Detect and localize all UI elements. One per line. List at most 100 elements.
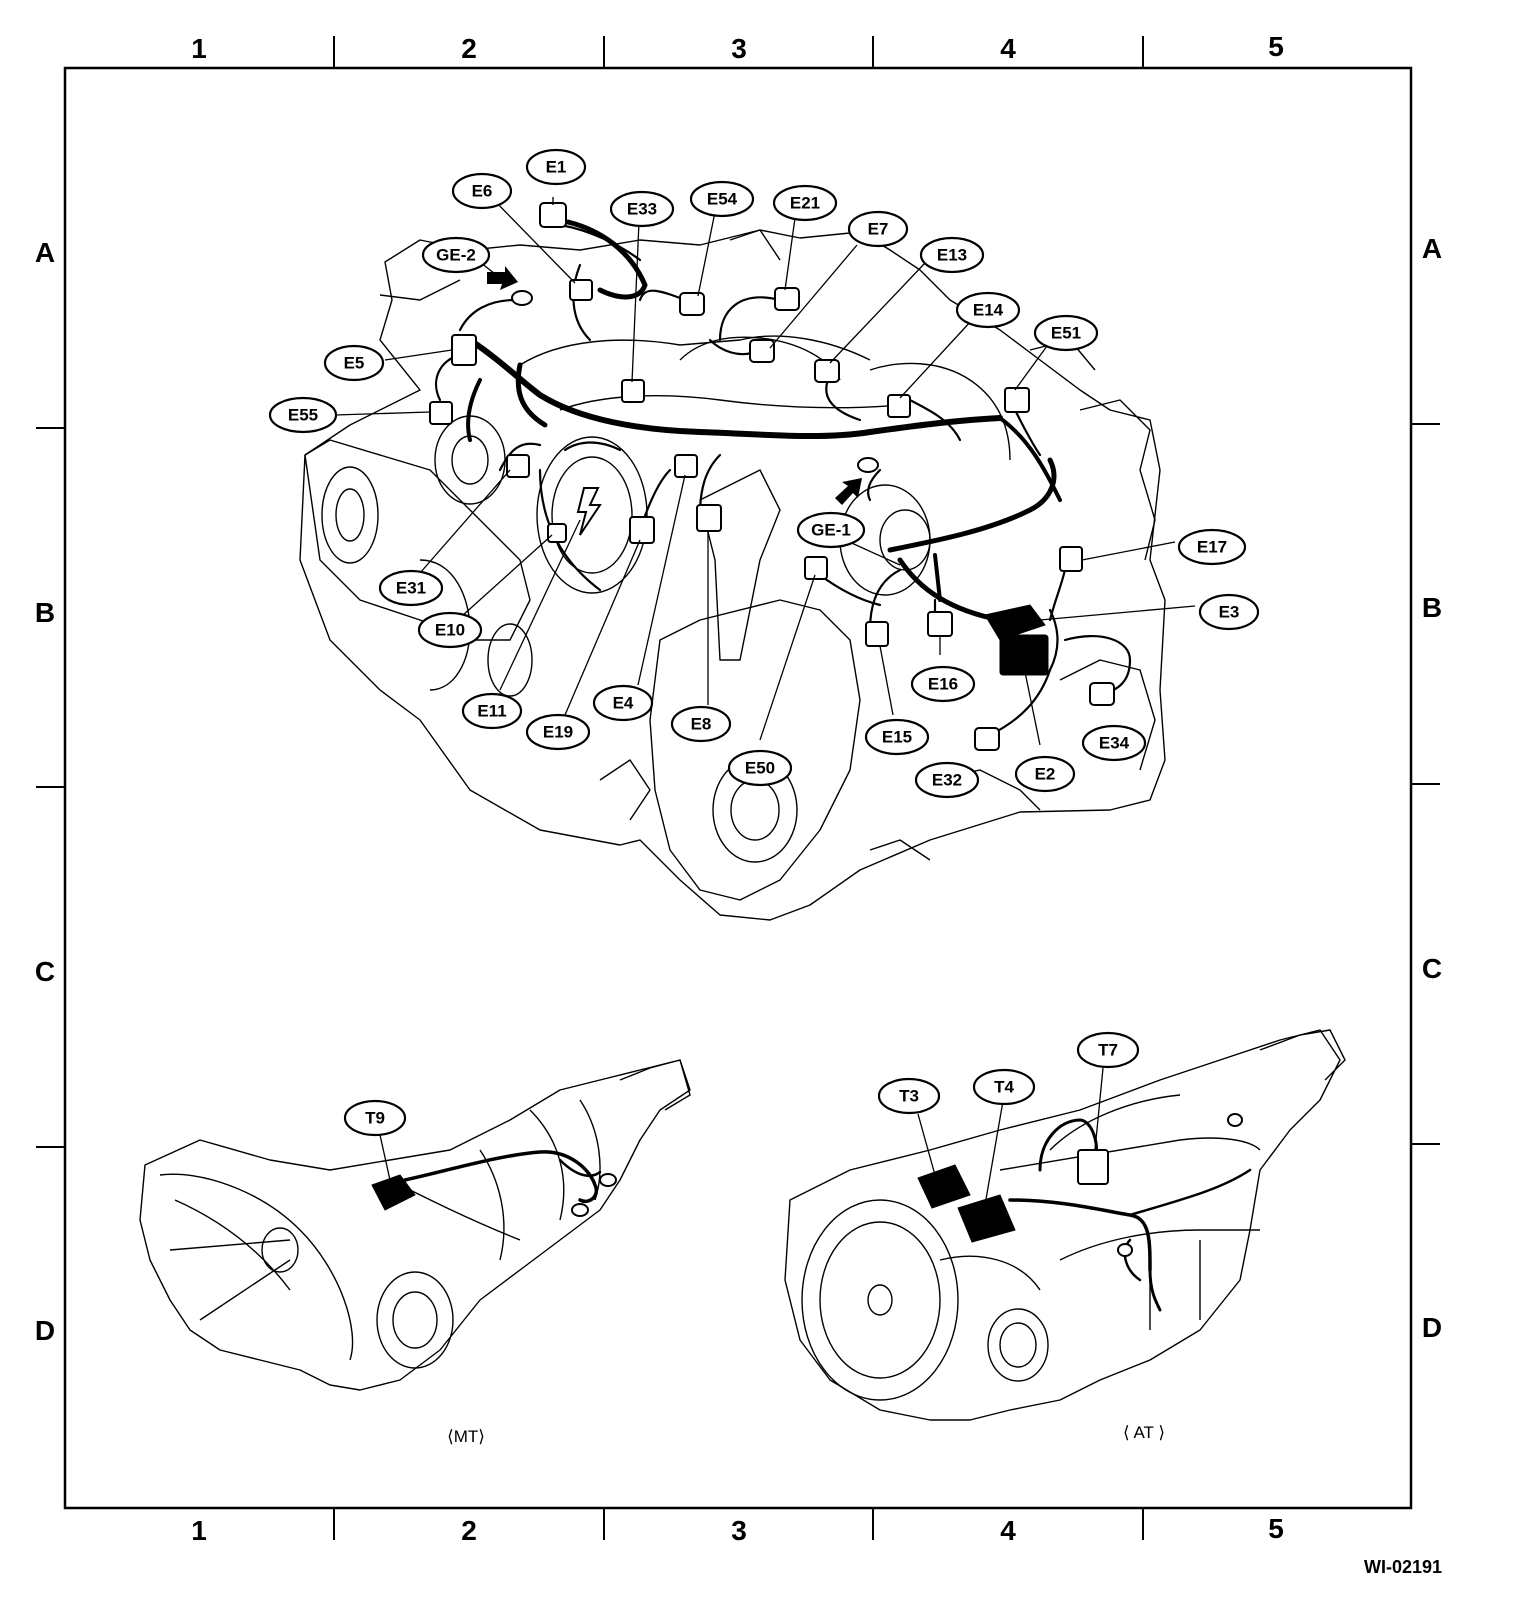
row-label-left-A: A (35, 237, 55, 268)
connector-E32-body (974, 727, 1000, 751)
row-label-left-D: D (35, 1315, 55, 1346)
connector-E21-body (774, 287, 800, 311)
connector-E2-body (999, 634, 1049, 676)
engine-harness (466, 219, 1062, 623)
at-harness (1008, 1113, 1252, 1312)
label-E7: E7 (868, 219, 889, 238)
connector-T4-body (957, 1194, 1016, 1243)
leader-line (1094, 1067, 1104, 1151)
connector-T3-body (917, 1164, 971, 1209)
figure-id: WI-02191 (1364, 1557, 1442, 1577)
ground-eyelet (571, 1203, 589, 1217)
col-label-top-4: 4 (1000, 33, 1016, 64)
label-E10: E10 (435, 620, 465, 639)
connector-E1-body (539, 202, 567, 228)
label-E4: E4 (613, 693, 634, 712)
col-label-top-5: 5 (1268, 31, 1284, 62)
connector-E13-body (814, 359, 840, 383)
at-connectors (917, 1067, 1109, 1243)
label-E16: E16 (928, 674, 958, 693)
label-bubbles (268, 148, 1260, 1137)
label-T7: T7 (1098, 1040, 1118, 1059)
label-GE2: GE-2 (436, 245, 476, 264)
lightning-icon (576, 487, 602, 536)
connector-E54-body (679, 292, 705, 316)
label-E54: E54 (707, 189, 738, 208)
col-label-bottom-2: 2 (461, 1515, 477, 1546)
connector-E10-body (547, 523, 567, 543)
row-label-right-B: B (1422, 592, 1442, 623)
connector-E6-body (569, 279, 593, 301)
label-E51: E51 (1051, 323, 1081, 342)
connector-E7-body (749, 339, 775, 363)
ground-eyelet (599, 1173, 617, 1187)
arrow-icon (487, 266, 518, 290)
connector-E51-body (1004, 387, 1030, 413)
engine-connectors (429, 202, 1115, 751)
row-label-left-C: C (35, 956, 55, 987)
label-T4: T4 (994, 1077, 1014, 1096)
label-T9: T9 (365, 1108, 385, 1127)
label-E5: E5 (344, 353, 365, 372)
label-E11: E11 (477, 701, 506, 720)
col-label-top-3: 3 (731, 33, 747, 64)
row-label-left-B: B (35, 597, 55, 628)
connector-E19-body (629, 516, 655, 544)
caption-mt: ⟨MT⟩ (447, 1427, 485, 1446)
mt-connectors (371, 1134, 416, 1211)
label-E13: E13 (937, 245, 967, 264)
label-E17: E17 (1197, 537, 1227, 556)
label-E6: E6 (472, 181, 493, 200)
col-label-bottom-5: 5 (1268, 1513, 1284, 1544)
label-E32: E32 (932, 770, 962, 789)
caption-at: ⟨ AT ⟩ (1123, 1423, 1165, 1442)
at-transmission-illustration (784, 1029, 1346, 1421)
arrow-icon (835, 478, 862, 505)
label-E14: E14 (973, 300, 1004, 319)
label-E34: E34 (1099, 733, 1130, 752)
label-E55: E55 (288, 405, 318, 424)
connector-T7-body (1077, 1149, 1109, 1185)
leader-line (917, 1113, 936, 1176)
connector-E16-body (927, 611, 953, 637)
leader-lines (334, 197, 1196, 746)
mt-harness (403, 1150, 617, 1217)
col-label-bottom-1: 1 (191, 1515, 207, 1546)
connector-E17-body (1059, 546, 1083, 572)
label-E15: E15 (882, 727, 912, 746)
col-label-bottom-3: 3 (731, 1515, 747, 1546)
ground-eyelet (1117, 1243, 1133, 1257)
connector-E8-body (696, 504, 722, 532)
label-T3: T3 (899, 1086, 919, 1105)
connector-E50-body (804, 556, 828, 580)
leader-line (379, 1134, 391, 1181)
ground-terminals (487, 266, 879, 536)
ground-GE2-eyelet (511, 290, 533, 306)
label-E19: E19 (543, 722, 573, 741)
connector-E31-body (506, 454, 530, 478)
label-E21: E21 (790, 193, 820, 212)
label-E2: E2 (1035, 764, 1056, 783)
col-label-top-2: 2 (461, 33, 477, 64)
col-label-top-1: 1 (191, 33, 207, 64)
connector-E5-body (451, 334, 477, 366)
label-E3: E3 (1219, 602, 1240, 621)
engine-dark-connectors (984, 604, 1049, 676)
connector-E3-body (984, 604, 1046, 641)
grid-ticks (36, 36, 1440, 1540)
connector-E4-body (674, 454, 698, 478)
label-E31: E31 (396, 578, 426, 597)
mt-transmission-illustration (139, 1059, 691, 1391)
connector-E14-body (887, 394, 911, 418)
connector-E55-body (429, 401, 453, 425)
col-label-bottom-4: 4 (1000, 1515, 1016, 1546)
ground-GE1-eyelet (857, 457, 879, 473)
label-E50: E50 (745, 758, 775, 777)
connector-T9-body (371, 1174, 416, 1211)
connector-E34-body (1089, 682, 1115, 706)
connector-E33-body (621, 379, 645, 403)
label-E33: E33 (627, 199, 657, 218)
label-GE1: GE-1 (811, 520, 851, 539)
label-E1: E1 (546, 157, 567, 176)
